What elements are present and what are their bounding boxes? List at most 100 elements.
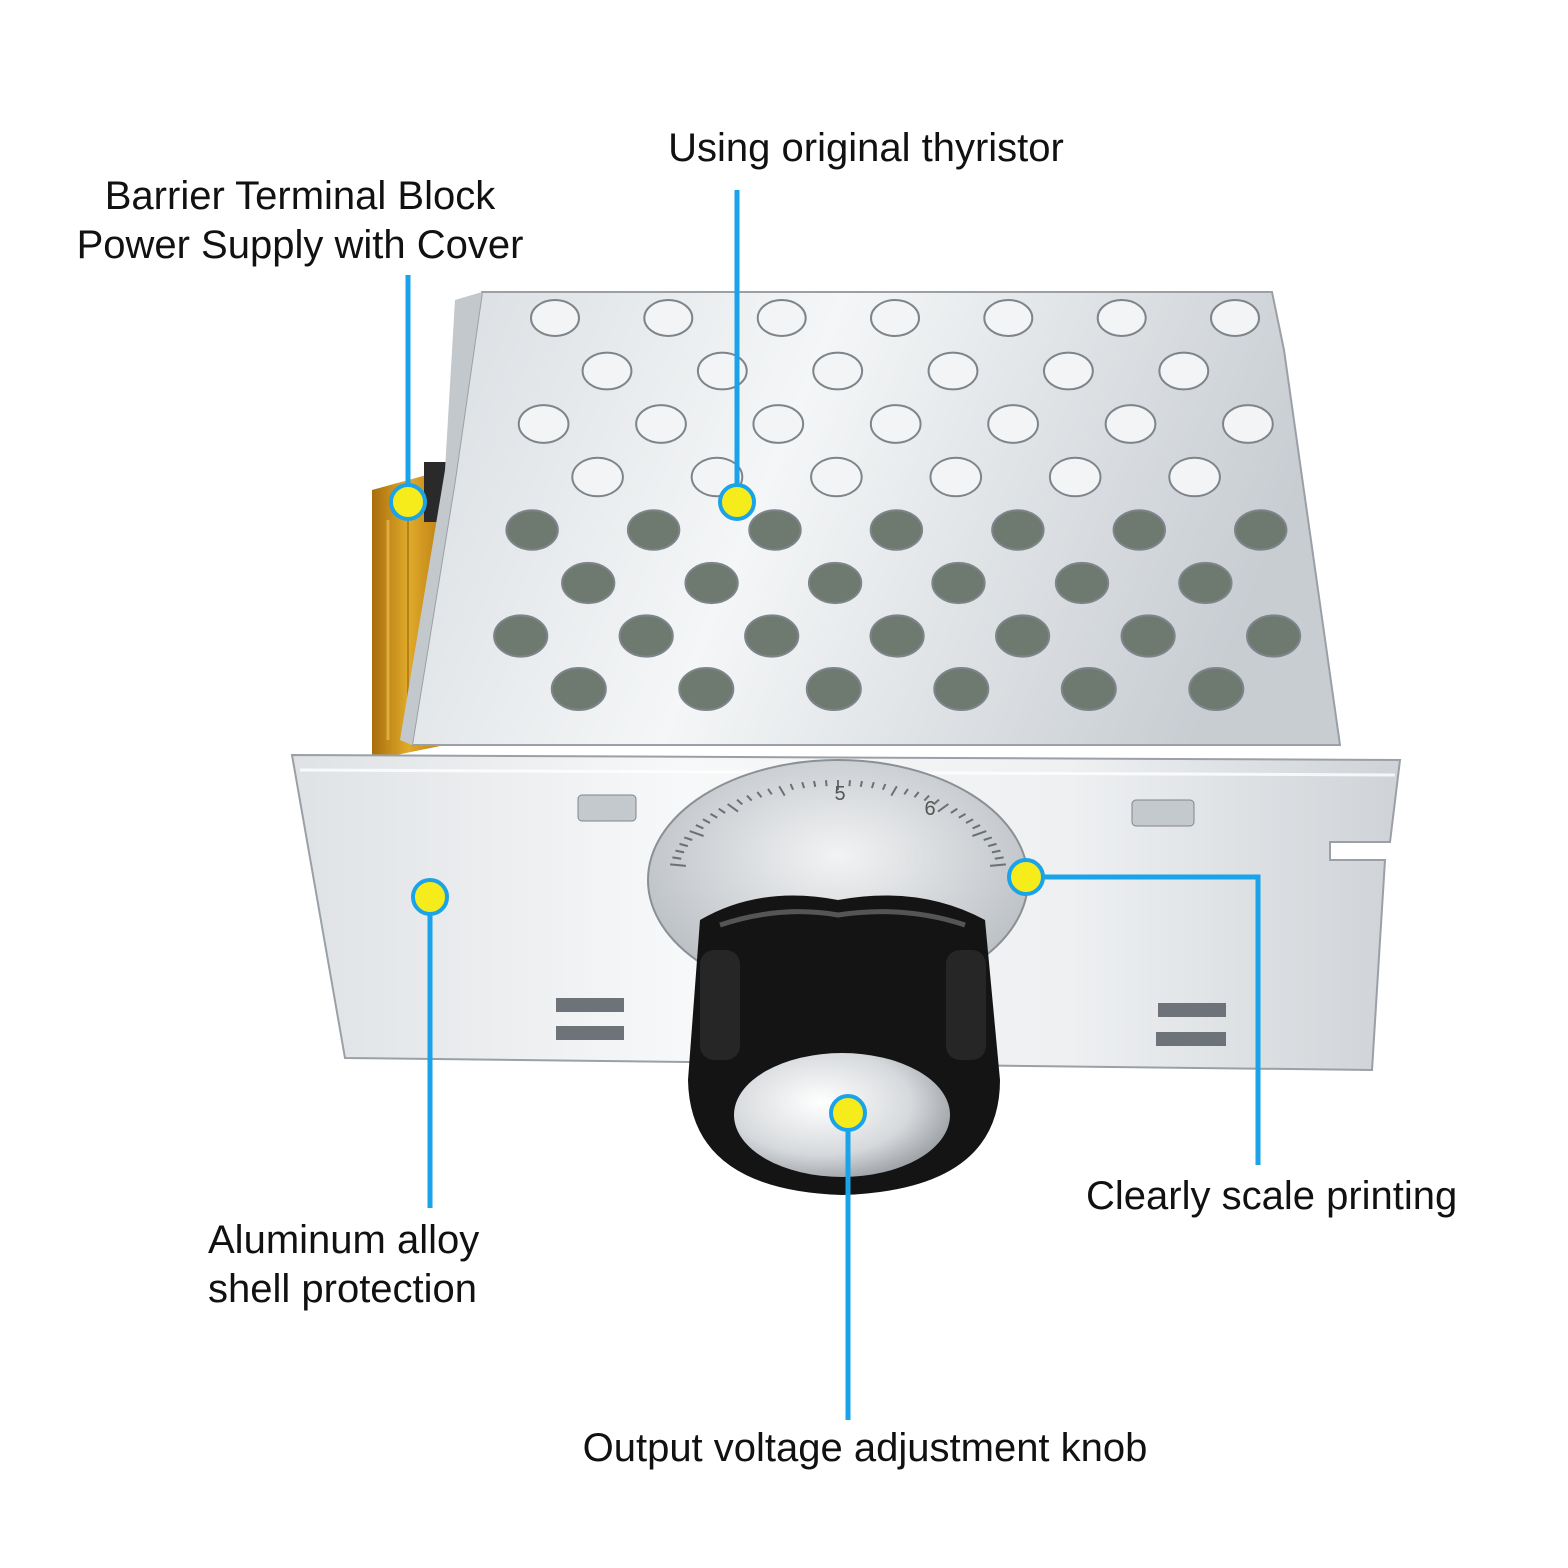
dial-tick [813, 780, 817, 788]
dial-tick [950, 807, 958, 814]
knob-label: Output voltage adjustment knob [540, 1424, 1190, 1473]
dial-tick [756, 791, 763, 798]
dial-tick [683, 836, 693, 841]
aluminum-label-line2: shell protection [208, 1267, 478, 1311]
terminal-block-label: Barrier Terminal Block Power Supply with… [60, 172, 540, 270]
ventilation-hole [626, 509, 681, 551]
ventilation-hole [983, 299, 1034, 337]
dial-tick [890, 785, 898, 797]
dial-tick [958, 813, 967, 819]
ventilation-hole [1188, 667, 1245, 711]
dial-tick [937, 803, 949, 813]
dial-tick [903, 788, 909, 795]
ventilation-hole [561, 561, 616, 605]
dial-tick [923, 794, 930, 802]
ventilation-hole [635, 404, 687, 444]
ventilation-hole [870, 299, 920, 337]
ventilation-hole [991, 509, 1045, 551]
ventilation-hole [678, 667, 735, 711]
ventilation-holes [493, 299, 1302, 711]
scale-label-text: Clearly scale printing [1086, 1174, 1458, 1218]
ventilation-hole [748, 509, 802, 551]
dial-tick [689, 830, 704, 837]
dial-tick [881, 783, 887, 791]
ventilation-hole [1168, 456, 1221, 498]
ventilation-hole [1054, 561, 1110, 605]
ventilation-hole [810, 456, 863, 498]
ventilation-hole [987, 404, 1039, 444]
ventilation-hole [933, 667, 990, 711]
ventilation-hole [1060, 667, 1117, 711]
dial-tick [870, 781, 875, 789]
dial-tick [913, 791, 920, 798]
dial-tick [695, 824, 704, 830]
dial-tick [746, 794, 753, 802]
callout-scale [1007, 858, 1261, 1165]
aluminum-label: Aluminum alloy shell protection [208, 1216, 528, 1314]
dial-tick [736, 798, 743, 806]
ventilation-hole [812, 351, 864, 391]
ventilation-hole [869, 404, 922, 444]
ventilation-hole [1178, 561, 1233, 605]
dial-tick [859, 780, 863, 788]
ventilation-hole [571, 456, 624, 498]
ventilation-hole [1158, 351, 1210, 391]
ventilation-hole [1222, 404, 1274, 444]
callout-terminal-block [389, 275, 427, 521]
scale-label: Clearly scale printing [1086, 1172, 1466, 1221]
aluminum-label-line1: Aluminum alloy [208, 1218, 480, 1262]
dial-tick [767, 788, 773, 795]
dial-number-5: 5 [834, 783, 845, 805]
thyristor-label: Using original thyristor [636, 124, 1096, 173]
knob-label-text: Output voltage adjustment knob [582, 1426, 1148, 1470]
dial-tick [972, 830, 987, 837]
ventilation-hole [550, 667, 607, 711]
dial-tick [801, 781, 806, 789]
ventilation-hole [505, 509, 559, 551]
ventilation-hole [530, 299, 580, 337]
ventilation-hole [807, 561, 863, 605]
ventilation-hole [927, 351, 979, 391]
thyristor-label-text: Using original thyristor [668, 126, 1064, 170]
dial-tick [702, 818, 711, 824]
callout-aluminum [411, 878, 449, 1208]
adjustment-knob [688, 895, 1000, 1195]
callout-knob [829, 1094, 867, 1420]
ventilation-hole [581, 351, 633, 391]
dial-tick [709, 813, 718, 819]
dial-tick [972, 824, 981, 830]
dial-tick [778, 785, 786, 797]
dial-tick [718, 807, 726, 814]
ventilation-hole [869, 509, 924, 551]
ventilation-hole [752, 404, 805, 444]
dial-tick [825, 780, 828, 787]
ventilation-hole [1120, 614, 1176, 658]
ventilation-hole [744, 614, 800, 658]
terminal-block-label-line1: Barrier Terminal Block [104, 174, 496, 218]
ventilation-hole [1096, 299, 1147, 337]
dial-tick [994, 856, 1004, 860]
terminal-block-label-line2: Power Supply with Cover [76, 223, 524, 267]
ventilation-hole [1246, 614, 1302, 658]
ventilation-hole [1233, 509, 1288, 551]
callout-thyristor [718, 190, 756, 521]
ventilation-hole [517, 404, 570, 444]
dial-tick [991, 849, 1001, 854]
ventilation-hole [493, 614, 549, 658]
dial-ticks [670, 780, 1006, 867]
dial-tick [679, 842, 689, 848]
perforated-cover [400, 291, 1342, 746]
dial-tick [727, 803, 739, 813]
ventilation-hole [1210, 299, 1260, 337]
ventilation-hole [929, 456, 983, 498]
ventilation-hole [643, 299, 694, 337]
dial-tick [987, 842, 997, 848]
ventilation-hole [684, 561, 739, 605]
ventilation-hole [869, 614, 925, 658]
ventilation-hole [1042, 351, 1094, 391]
ventilation-hole [1112, 509, 1167, 551]
ventilation-hole [995, 614, 1051, 658]
dial-number-6: 6 [924, 798, 935, 820]
dial-tick [848, 780, 851, 787]
dial-tick [933, 798, 940, 806]
